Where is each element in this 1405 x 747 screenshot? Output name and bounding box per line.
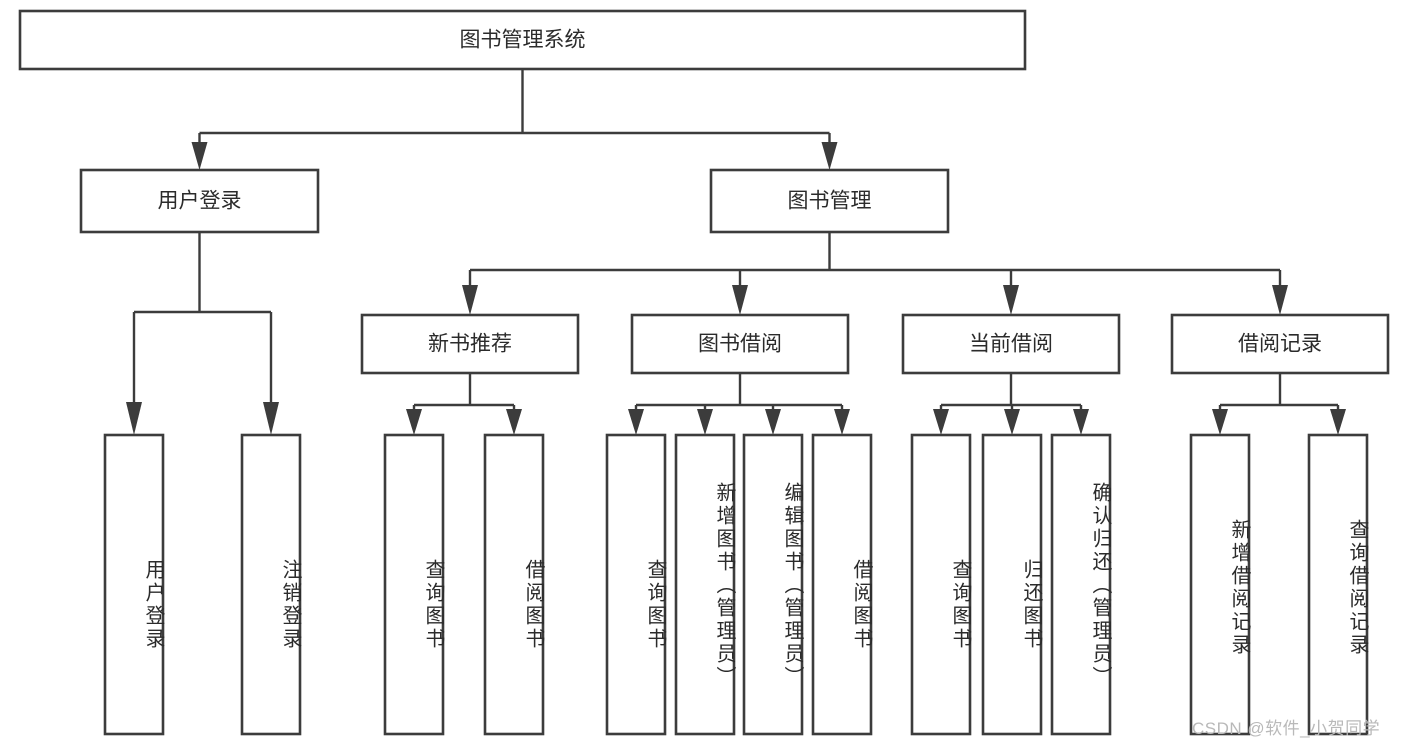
csdn-watermark: CSDN @软件_小贺同学 xyxy=(1192,719,1381,738)
node-book-borrow-label: 图书借阅 xyxy=(698,333,782,356)
leaf-box-edit-book[interactable] xyxy=(742,433,804,736)
node-new-book-recommend-label: 新书推荐 xyxy=(428,333,512,356)
arrow-head-leaf-edit-book xyxy=(765,409,781,435)
arrow-head-leaf-query-book-borrow xyxy=(628,409,644,435)
node-borrow-record-box[interactable] xyxy=(1170,313,1390,375)
connector-group-new-book-recommend xyxy=(406,373,522,435)
connector-group-user-login xyxy=(126,232,279,435)
arrow-head-leaf-logout xyxy=(263,402,279,435)
node-user-login-box[interactable] xyxy=(79,168,320,234)
arrow-head-leaf-confirm-return xyxy=(1073,409,1089,435)
leaf-box-confirm-return[interactable] xyxy=(1050,433,1112,736)
connector-group-current-borrow xyxy=(933,373,1089,435)
leaf-box-add-record[interactable] xyxy=(1189,433,1251,736)
leaf-box-query-book-cur[interactable] xyxy=(910,433,972,736)
node-book-borrow-box[interactable] xyxy=(630,313,850,375)
node-book-borrow[interactable]: 图书借阅 xyxy=(630,313,850,375)
leaf-box-borrow-book[interactable] xyxy=(811,433,873,736)
connector-group-book-borrow xyxy=(628,373,850,435)
node-current-borrow[interactable]: 当前借阅 xyxy=(901,313,1121,375)
node-book-manage-label: 图书管理 xyxy=(788,190,872,213)
connector-group-borrow-record xyxy=(1212,373,1346,435)
leaf-box-return-book[interactable] xyxy=(981,433,1043,736)
connector-group-book-manage xyxy=(462,232,1288,315)
arrow-head-current-borrow xyxy=(1003,285,1019,315)
node-book-manage-box[interactable] xyxy=(709,168,950,234)
node-book-manage[interactable]: 图书管理 xyxy=(709,168,950,234)
arrow-head-book-borrow xyxy=(732,285,748,315)
connector-group-root xyxy=(191,69,838,170)
node-new-book-recommend[interactable]: 新书推荐 xyxy=(360,313,580,375)
leaf-box-user-login[interactable] xyxy=(103,433,165,736)
node-current-borrow-label: 当前借阅 xyxy=(969,333,1053,356)
node-root-box[interactable] xyxy=(18,9,1027,71)
node-borrow-record-label: 借阅记录 xyxy=(1238,333,1322,356)
leaf-boxes xyxy=(103,433,1369,736)
node-new-book-recommend-box[interactable] xyxy=(360,313,580,375)
arrow-head-leaf-query-book-cur xyxy=(933,409,949,435)
leaf-box-add-book[interactable] xyxy=(674,433,736,736)
arrow-head-leaf-borrow-book-rec xyxy=(506,409,522,435)
arrow-head-leaf-query-record xyxy=(1330,409,1346,435)
leaf-box-query-book-rec[interactable] xyxy=(383,433,445,736)
arrow-head-leaf-add-record xyxy=(1212,409,1228,435)
arrow-head-borrow-record xyxy=(1272,285,1288,315)
node-current-borrow-box[interactable] xyxy=(901,313,1121,375)
leaf-box-logout[interactable] xyxy=(240,433,302,736)
arrow-head-leaf-borrow-book xyxy=(834,409,850,435)
node-root-label: 图书管理系统 xyxy=(460,29,586,52)
node-user-login[interactable]: 用户登录 xyxy=(79,168,320,234)
arrow-head-leaf-add-book xyxy=(697,409,713,435)
arrow-head-leaf-return-book xyxy=(1004,409,1020,435)
arrow-head-leaf-query-book-rec xyxy=(406,409,422,435)
arrow-head-user-login xyxy=(191,142,208,170)
arrow-head-leaf-user-login xyxy=(126,402,142,435)
leaf-box-query-book-borrow[interactable] xyxy=(605,433,667,736)
node-user-login-label: 用户登录 xyxy=(158,190,242,213)
arrow-head-book-manage xyxy=(821,142,838,170)
leaf-box-borrow-book-rec[interactable] xyxy=(483,433,545,736)
node-root[interactable]: 图书管理系统 xyxy=(18,9,1027,71)
leaf-box-query-record[interactable] xyxy=(1307,433,1369,736)
node-borrow-record[interactable]: 借阅记录 xyxy=(1170,313,1390,375)
arrow-head-new-book-recommend xyxy=(462,285,478,315)
